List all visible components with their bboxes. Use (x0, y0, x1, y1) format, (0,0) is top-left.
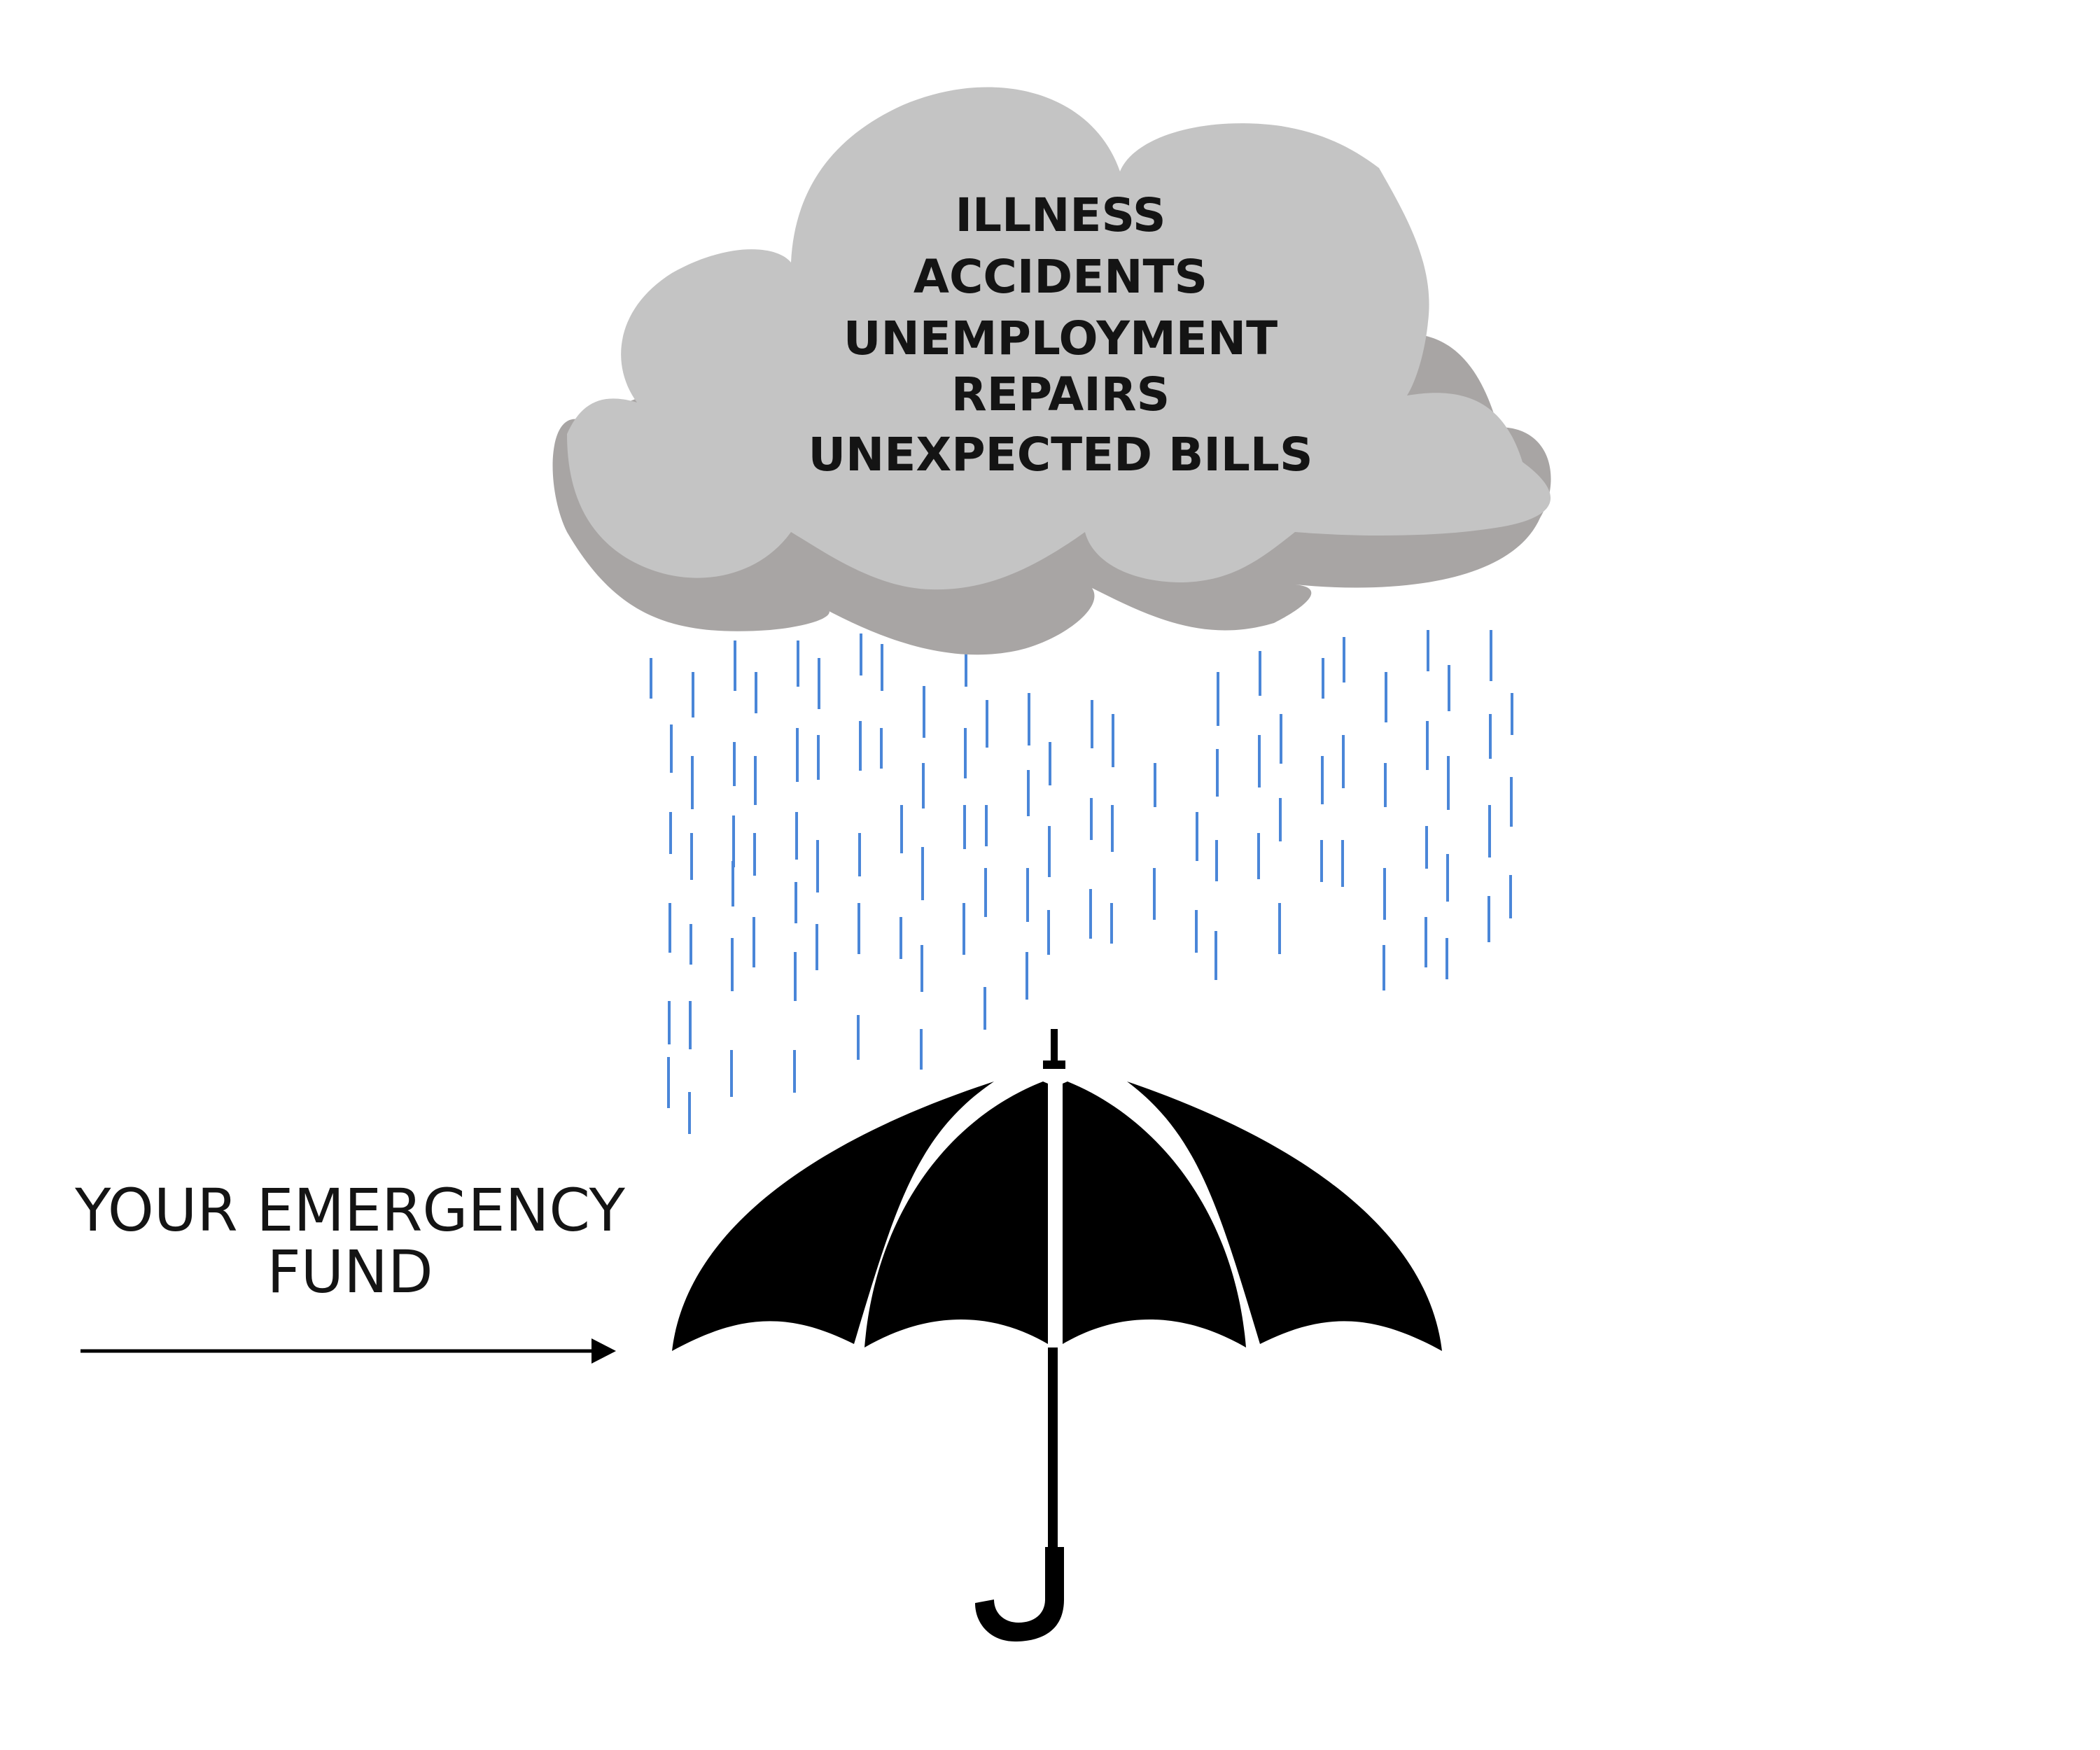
emergency-fund-label: YOUR EMERGENCY FUND (74, 1176, 626, 1306)
label-line-1: YOUR EMERGENCY (74, 1176, 626, 1245)
risk-repairs: REPAIRS (951, 368, 1170, 421)
arrow-right-icon (80, 1338, 616, 1364)
rain-cloud-icon: ILLNESS ACCIDENTS UNEMPLOYMENT REPAIRS U… (552, 87, 1551, 655)
umbrella-panel-outer-left (672, 1082, 994, 1351)
rain-drops (650, 630, 1513, 1134)
umbrella-shaft (1048, 1348, 1058, 1550)
cloud-body (567, 87, 1551, 590)
umbrella-handle (975, 1547, 1064, 1642)
umbrella-icon (672, 1029, 1442, 1642)
umbrella-tip (1051, 1029, 1058, 1064)
risk-unemployment: UNEMPLOYMENT (844, 312, 1278, 365)
umbrella-panel-outer-right (1127, 1082, 1442, 1351)
risk-illness: ILLNESS (955, 188, 1166, 242)
umbrella-panel-inner-left (864, 1082, 1048, 1348)
arrow-head (592, 1338, 616, 1364)
label-line-2: FUND (267, 1238, 433, 1306)
umbrella-panel-inner-right (1063, 1082, 1246, 1348)
risk-unexpected-bills: UNEXPECTED BILLS (808, 428, 1312, 482)
risk-accidents: ACCIDENTS (913, 250, 1208, 304)
umbrella-tip-base (1043, 1060, 1065, 1069)
